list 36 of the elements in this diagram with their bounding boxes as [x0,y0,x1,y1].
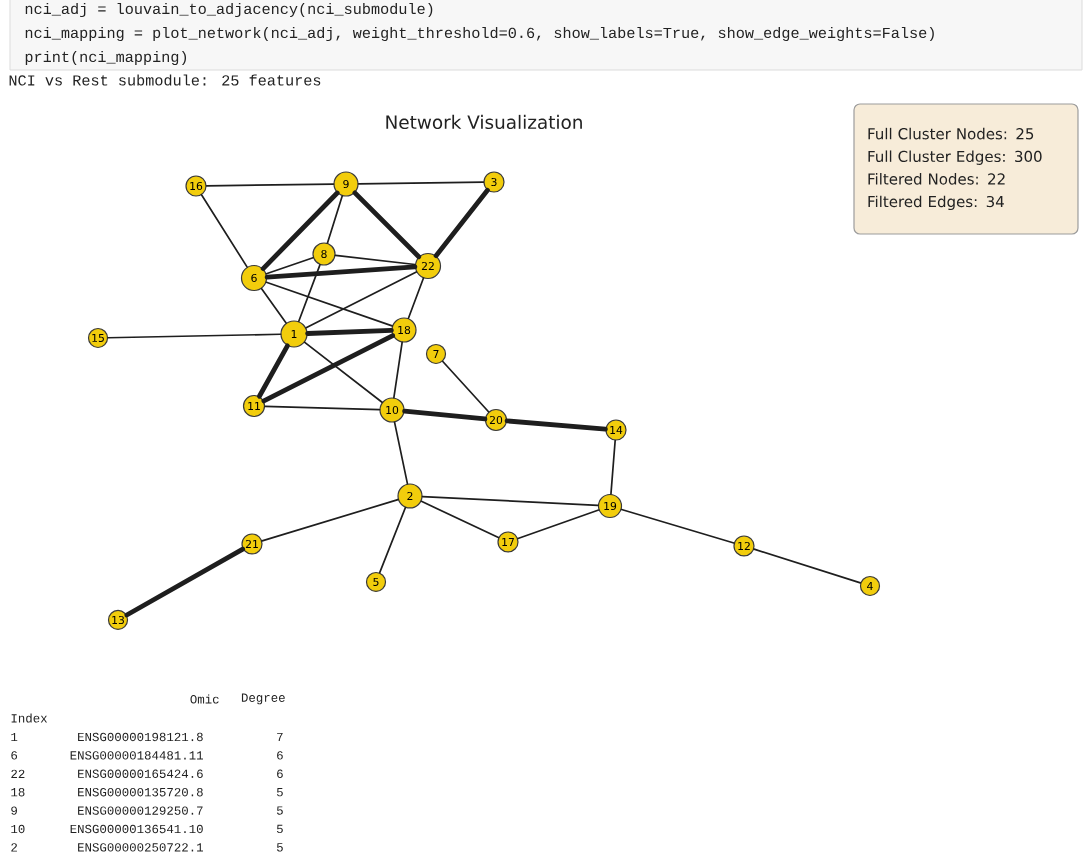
edge-line [504,418,608,432]
edge-line [265,256,314,275]
edge-line [620,508,735,544]
edge-line [326,195,344,244]
edge-line [265,281,393,327]
edge-line [260,287,287,324]
edge-line [421,495,599,507]
edge-line [261,498,399,542]
edge-line [753,548,862,584]
edge-line [393,341,403,399]
edge-line [378,506,407,574]
edge-line [261,333,396,404]
edge-line [334,254,416,266]
edge-line [124,546,246,618]
edge-line [264,264,418,280]
edge-line [352,190,422,260]
edge-line [433,187,490,259]
edge-line [107,333,282,339]
edge-line [260,190,340,271]
edge-line [303,341,383,404]
edge-line [305,328,394,336]
edge-line [517,509,600,540]
edge-line [357,181,485,185]
edge-line [402,408,488,422]
edge-line [264,405,381,411]
edge-line [297,264,321,323]
edge-line [610,439,616,495]
edge-line [407,277,425,320]
edge-line [257,343,290,399]
chart-title: Network Visualization [386,114,582,130]
edge-line [305,271,418,329]
edge-line [205,183,335,187]
edge-line [420,500,500,539]
edge-line [393,421,409,485]
edge-line [441,360,490,413]
edge-line [200,194,248,268]
